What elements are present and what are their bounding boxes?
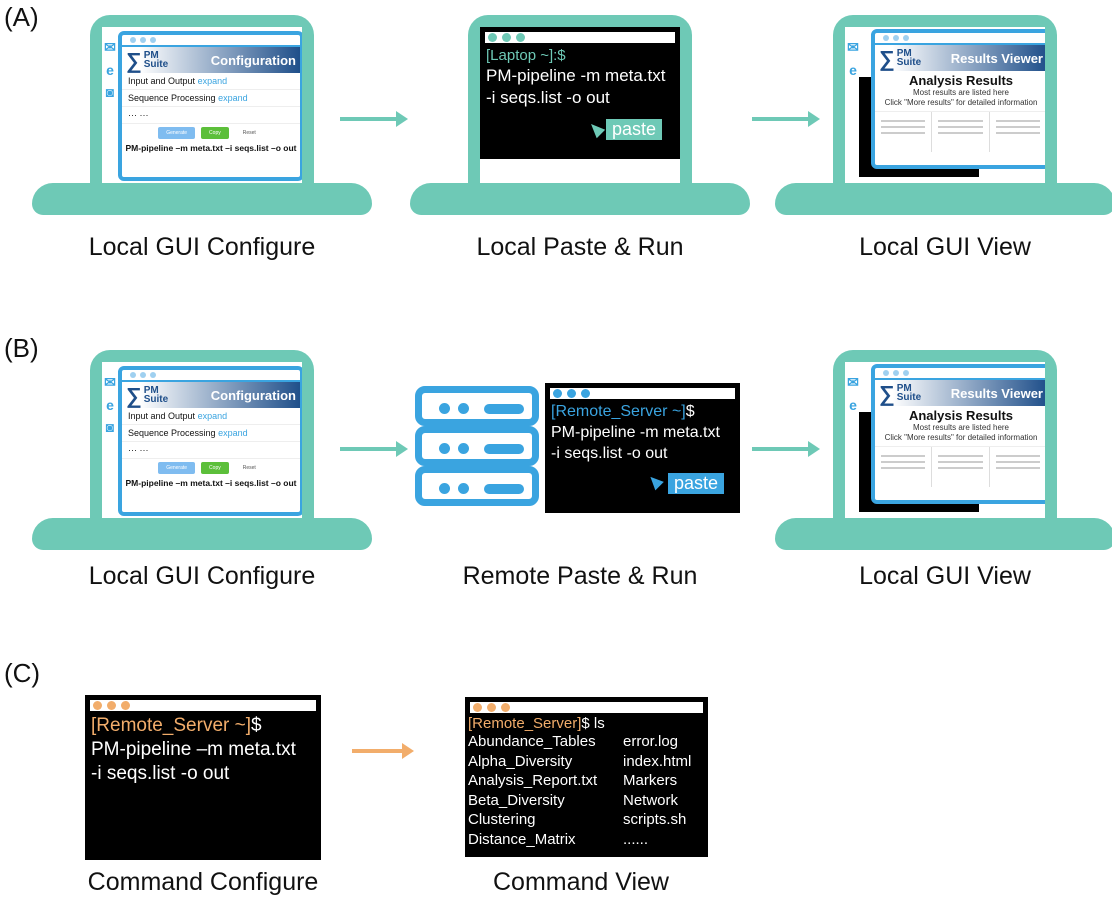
prompt: [Remote_Server ~] xyxy=(551,403,686,420)
caption: Local GUI Configure xyxy=(88,233,316,261)
caption: Local GUI View xyxy=(859,562,1031,590)
caption: Remote Paste & Run xyxy=(462,562,698,590)
right-arrow-icon xyxy=(752,111,820,127)
mail-icon: ✉ xyxy=(104,39,116,55)
command-terminal: [Remote_Server ~]$ PM-pipeline –m meta.t… xyxy=(85,695,321,860)
prompt: [Laptop ~]:$ xyxy=(486,47,566,64)
prompt: [Remote_Server] xyxy=(468,715,582,732)
file-entry: Alpha_Diversity xyxy=(468,752,573,770)
file-entry: error.log xyxy=(623,733,679,750)
reset-button[interactable]: Reset xyxy=(242,130,256,136)
results-subtitle: Click "More results" for detailed inform… xyxy=(884,98,1038,107)
file-entry: Beta_Diversity xyxy=(468,791,565,809)
file-entry: scripts.sh xyxy=(623,811,687,828)
caption: Local Paste & Run xyxy=(476,233,684,261)
results-heading: Analysis Results xyxy=(908,73,1014,88)
right-arrow-icon xyxy=(340,111,408,127)
remote-terminal: [Remote_Server ~]$ PM-pipeline -m meta.t… xyxy=(545,383,740,513)
copy-button[interactable]: Copy xyxy=(201,462,229,474)
right-arrow-icon xyxy=(352,743,414,759)
file-entry: index.html xyxy=(623,752,692,770)
expand-link[interactable]: expand xyxy=(197,411,228,421)
command-line: -i seqs.list -o out xyxy=(486,88,610,107)
paste-button[interactable]: paste xyxy=(668,473,725,494)
file-entry: Clustering xyxy=(468,811,536,828)
reset-button[interactable]: Reset xyxy=(242,465,256,471)
results-table xyxy=(875,111,1045,152)
expand-link[interactable]: expand xyxy=(197,76,228,86)
window-title: Results Viewer xyxy=(950,50,1043,66)
file-entry: Abundance_Tables xyxy=(468,733,596,750)
paste-button[interactable]: paste xyxy=(606,119,663,140)
copy-button[interactable]: Copy xyxy=(201,127,229,139)
camera-icon: ◙ xyxy=(105,419,115,435)
right-arrow-icon xyxy=(752,441,820,457)
cursor-arrow-icon xyxy=(646,472,664,491)
command-line: PM-pipeline –m meta.txt xyxy=(91,739,296,760)
config-row: Sequence Processing expand xyxy=(122,90,300,107)
caption: Local GUI Configure xyxy=(88,562,316,590)
file-entry: Distance_Matrix xyxy=(468,830,576,848)
command-line: PM-pipeline -m meta.txt xyxy=(486,66,666,85)
terminal: [Laptop ~]:$ PM-pipeline -m meta.txt -i … xyxy=(480,27,680,159)
generate-button[interactable]: Generate xyxy=(158,462,196,474)
file-entry: ...... xyxy=(623,830,649,848)
caption: Command Configure xyxy=(87,868,319,896)
window-title: Results Viewer xyxy=(950,385,1043,401)
expand-link[interactable]: expand xyxy=(218,428,248,438)
generated-command: PM-pipeline –m meta.txt –i seqs.list –o … xyxy=(125,478,297,488)
panel-label-b: (B) xyxy=(4,333,39,363)
file-entry: Markers xyxy=(623,772,678,789)
caption: Local GUI View xyxy=(859,233,1031,261)
panel-label-a: (A) xyxy=(4,2,39,32)
window-title: Configuration xyxy=(210,387,296,403)
mail-icon: ✉ xyxy=(104,374,116,390)
command-line: -i seqs.list -o out xyxy=(551,445,668,462)
right-arrow-icon xyxy=(340,441,408,457)
prompt: [Remote_Server ~] xyxy=(91,715,251,736)
generated-command: PM-pipeline –m meta.txt –i seqs.list –o … xyxy=(125,143,297,153)
laptop-terminal-a: [Laptop ~]:$ PM-pipeline -m meta.txt -i … xyxy=(410,15,750,215)
command-line: PM-pipeline -m meta.txt xyxy=(551,424,720,441)
generate-button[interactable]: Generate xyxy=(158,127,196,139)
browser-e-icon: e xyxy=(106,397,114,413)
expand-link[interactable]: expand xyxy=(218,93,248,103)
results-table xyxy=(875,446,1045,487)
cursor-arrow-icon xyxy=(586,119,606,139)
ellipsis: ··· ··· xyxy=(122,107,300,124)
window-title: Configuration xyxy=(210,52,296,68)
camera-icon: ◙ xyxy=(105,84,115,100)
file-entry: Network xyxy=(623,791,679,809)
panel-label-c: (C) xyxy=(4,658,41,688)
browser-e-icon: e xyxy=(106,62,114,78)
file-entry: Analysis_Report.txt xyxy=(468,772,598,789)
results-subtitle: Most results are listed here xyxy=(912,88,1010,97)
config-row: Input and Output expand xyxy=(122,73,300,90)
results-heading: Analysis Results xyxy=(908,408,1014,423)
caption: Command View xyxy=(492,868,669,896)
command-line: -i seqs.list -o out xyxy=(91,763,230,784)
